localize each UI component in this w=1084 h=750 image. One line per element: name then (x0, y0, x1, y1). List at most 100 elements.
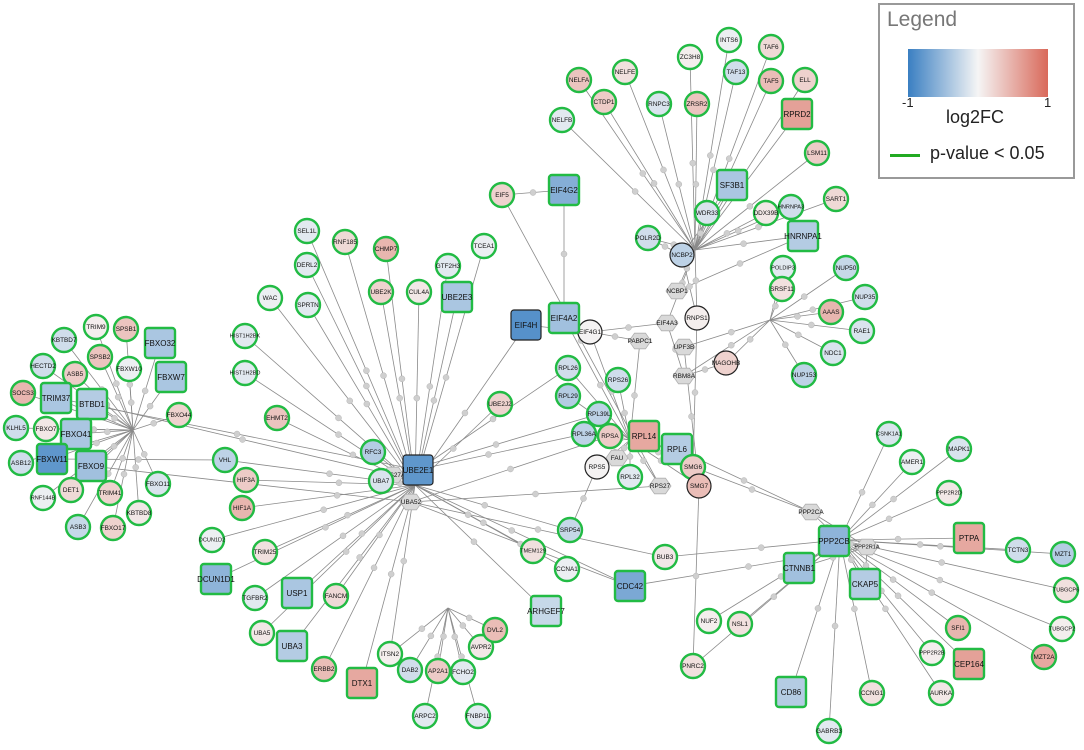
gene-node-ube2k[interactable]: UBE2K (367, 278, 395, 306)
gene-node-uba3[interactable]: UBA3 (275, 629, 309, 663)
gene-node-rps27[interactable]: RPS27 (648, 477, 672, 495)
gene-node-hnrnpa1[interactable]: HNRNPA1 (784, 219, 822, 253)
gene-node-dvl2[interactable]: DVL2 (481, 616, 509, 644)
gene-node-rps5[interactable]: RPS5 (584, 454, 610, 480)
gene-node-fancm[interactable]: FANCM (322, 582, 350, 610)
gene-node-srp54[interactable]: SRP54 (556, 516, 584, 544)
gene-node-tubgcp6[interactable]: TUBGCP6 (1053, 576, 1079, 604)
gene-node-trim37[interactable]: TRIM37 (39, 381, 73, 415)
gene-node-nuf2[interactable]: NUF2 (695, 607, 723, 635)
gene-node-zrsr2[interactable]: ZRSR2 (683, 90, 711, 118)
gene-node-eif4g2[interactable]: EIF4G2 (547, 173, 581, 207)
gene-node-nup50[interactable]: NUP50 (832, 254, 860, 282)
gene-node-hif3a[interactable]: HIF3A (232, 466, 260, 494)
gene-node-tmem129[interactable]: TMEM129 (519, 537, 547, 565)
gene-node-cul4a[interactable]: CUL4A (405, 278, 433, 306)
gene-node-uba7[interactable]: UBA7 (367, 467, 395, 495)
gene-node-csnk1a1[interactable]: CSNK1A1 (875, 420, 903, 448)
gene-node-fbxo32[interactable]: FBXO32 (143, 326, 177, 360)
gene-node-dcun1d1[interactable]: DCUN1D1 (197, 562, 235, 596)
gene-node-trim25[interactable]: TRIM25 (251, 538, 279, 566)
gene-node-uba5[interactable]: UBA5 (248, 619, 276, 647)
gene-node-wac[interactable]: WAC (256, 284, 284, 312)
gene-node-det1[interactable]: DET1 (57, 476, 85, 504)
gene-node-ckap5[interactable]: CKAP5 (848, 567, 882, 601)
gene-node-ccna1[interactable]: CCNA1 (553, 555, 581, 583)
gene-node-rpl26[interactable]: RPL26 (554, 354, 582, 382)
gene-node-chmp7[interactable]: CHMP7 (372, 235, 400, 263)
gene-node-fbxo11[interactable]: FBXO11 (144, 470, 172, 498)
gene-node-fbxw10[interactable]: FBXW10 (115, 355, 142, 383)
gene-node-hif1a[interactable]: HIF1A (228, 494, 256, 522)
gene-node-nelfa[interactable]: NELFA (565, 66, 593, 94)
gene-node-ube2j2[interactable]: UBE2J2 (486, 390, 514, 418)
gene-node-rpl39l[interactable]: RPL39L (585, 400, 613, 428)
gene-node-mzt2a[interactable]: MZT2A (1030, 643, 1058, 671)
gene-node-cd86[interactable]: CD86 (774, 675, 808, 709)
gene-node-kbtbd8[interactable]: KBTBD8 (125, 499, 153, 527)
gene-node-eif4a2[interactable]: EIF4A2 (547, 301, 581, 335)
gene-node-srsf11[interactable]: SRSF11 (768, 275, 796, 303)
gene-node-fau[interactable]: FAU (605, 449, 629, 467)
gene-node-rpl36a[interactable]: RPL36A (570, 420, 598, 448)
gene-node-pnrc2[interactable]: PNRC2 (679, 652, 707, 680)
gene-node-rps26[interactable]: RPS26 (604, 366, 632, 394)
gene-node-gabrb3[interactable]: GABRB3 (815, 717, 842, 745)
gene-node-socs3[interactable]: SOCS3 (9, 379, 37, 407)
gene-node-magohb[interactable]: MAGOHB (712, 350, 740, 376)
gene-node-fbxo17[interactable]: FBXO17 (99, 514, 127, 542)
gene-node-ctnnb1[interactable]: CTNNB1 (782, 551, 816, 585)
gene-node-lsm11[interactable]: LSM11 (803, 139, 831, 167)
gene-node-ctdp1[interactable]: CTDP1 (590, 88, 618, 116)
gene-node-vhl[interactable]: VHL (211, 446, 239, 474)
gene-node-ppp2cb[interactable]: PPP2CB (817, 524, 851, 558)
gene-node-sfi1[interactable]: SFI1 (944, 614, 972, 642)
gene-node-fbxo9[interactable]: FBXO9 (74, 449, 108, 483)
gene-node-bub3[interactable]: BUB3 (651, 543, 679, 571)
gene-node-tgfbr2[interactable]: TGFBR2 (241, 584, 269, 612)
gene-node-ncbp1[interactable]: NCBP1 (665, 282, 689, 300)
gene-node-eif5[interactable]: EIF5 (488, 181, 516, 209)
gene-node-dtx1[interactable]: DTX1 (345, 666, 379, 700)
gene-node-tcea1[interactable]: TCEA1 (470, 232, 498, 260)
gene-node-eif4a3[interactable]: EIF4A3 (655, 314, 679, 332)
gene-node-sf3b1[interactable]: SF3B1 (715, 168, 749, 202)
gene-node-sprtn[interactable]: SPRTN (294, 291, 322, 319)
gene-node-taf13[interactable]: TAF13 (722, 58, 750, 86)
gene-node-amer1[interactable]: AMER1 (898, 448, 926, 476)
gene-node-spsb1[interactable]: SPSB1 (112, 315, 140, 343)
gene-node-klhl5[interactable]: KLHL5 (2, 414, 30, 442)
gene-node-sel1l[interactable]: SEL1L (293, 217, 321, 245)
gene-node-taf6[interactable]: TAF6 (757, 33, 785, 61)
gene-node-fnbp1l[interactable]: FNBP1L (464, 702, 492, 730)
gene-node-ppp2r2b[interactable]: PPP2R2B (918, 639, 946, 667)
gene-node-ints6[interactable]: INTS6 (715, 26, 743, 54)
gene-node-wdr33[interactable]: WDR33 (693, 199, 721, 227)
gene-node-nup35[interactable]: NUP35 (851, 283, 879, 311)
gene-node-rpl32[interactable]: RPL32 (616, 463, 644, 491)
gene-node-sart1[interactable]: SART1 (822, 185, 850, 213)
gene-node-trim9[interactable]: TRIM9 (82, 313, 110, 341)
gene-node-polr2d[interactable]: POLR2D (634, 224, 662, 252)
gene-node-ndc1[interactable]: NDC1 (819, 339, 847, 367)
gene-node-ptpa[interactable]: PTPA (952, 521, 986, 555)
gene-node-btbd1[interactable]: BTBD1 (75, 387, 109, 421)
gene-node-asb3[interactable]: ASB3 (64, 513, 92, 541)
gene-node-nup153[interactable]: NUP153 (790, 361, 818, 389)
gene-node-asb12[interactable]: ASB12 (7, 449, 35, 477)
gene-node-zc3h8[interactable]: ZC3H8 (676, 43, 704, 71)
gene-node-ehmt2[interactable]: EHMT2 (263, 404, 291, 432)
gene-node-fbxw7[interactable]: FBXW7 (154, 360, 188, 394)
gene-node-hist1h2bd[interactable]: HIST1H2BD (230, 359, 261, 387)
gene-node-aaas[interactable]: AAAS (817, 298, 845, 326)
gene-node-rnf185[interactable]: RNF185 (331, 228, 359, 256)
gene-node-hectd2[interactable]: HECTD2 (29, 352, 56, 380)
gene-node-smg7[interactable]: SMG7 (686, 473, 712, 499)
gene-node-mzt1[interactable]: MZT1 (1049, 540, 1077, 568)
gene-node-aurka[interactable]: AURKA (927, 679, 955, 707)
gene-node-arpc2[interactable]: ARPC2 (411, 702, 439, 730)
gene-node-ell[interactable]: ELL (791, 66, 819, 94)
gene-node-nsl1[interactable]: NSL1 (726, 610, 754, 638)
gene-node-rae1[interactable]: RAE1 (848, 317, 876, 345)
gene-node-tubgcp2[interactable]: TUBGCP2 (1049, 615, 1075, 643)
